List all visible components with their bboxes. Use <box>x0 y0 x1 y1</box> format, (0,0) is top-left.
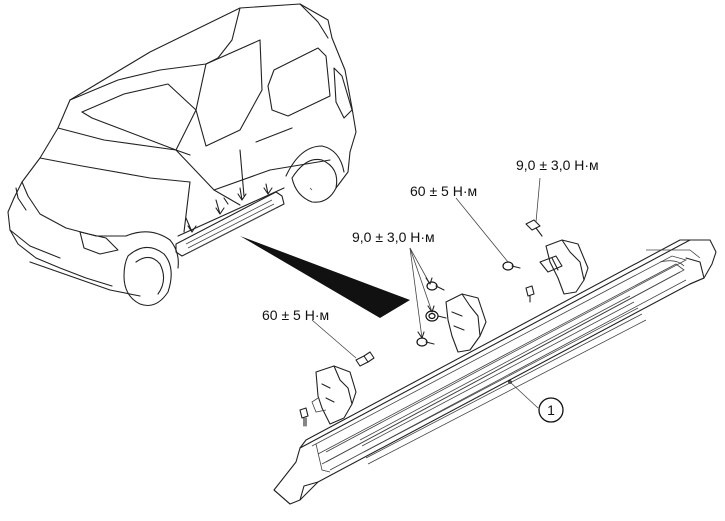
rear-bracket <box>539 239 589 295</box>
front-lower-bolt <box>299 407 309 427</box>
part-callout-1: 1 <box>538 397 564 423</box>
rear-bracket-bolt <box>502 261 521 271</box>
vehicle-outline <box>7 3 357 307</box>
front-bracket <box>311 365 357 425</box>
side-step-large <box>273 239 717 505</box>
zoom-wedge <box>240 236 410 318</box>
vehicle-side-step-small <box>175 183 285 257</box>
bolts <box>299 219 543 427</box>
middle-bolt-2 <box>425 310 447 322</box>
leader-lines <box>311 177 541 359</box>
part-callout-number: 1 <box>547 402 555 418</box>
middle-bolt-3 <box>416 337 435 347</box>
torque-label-front-mount-bolts: 9,0 ± 3,0 Н·м <box>352 229 435 245</box>
front-bracket-bolt <box>355 351 375 367</box>
rear-top-bolt <box>525 219 543 237</box>
torque-label-rear-bracket-bolt: 60 ± 5 Н·м <box>410 183 477 199</box>
rear-lower-bolt <box>525 285 535 303</box>
torque-label-rear-mount-bolts: 9,0 ± 3,0 Н·м <box>516 157 599 173</box>
middle-bracket <box>445 293 487 353</box>
torque-label-front-bracket-bolt: 60 ± 5 Н·м <box>262 307 329 323</box>
